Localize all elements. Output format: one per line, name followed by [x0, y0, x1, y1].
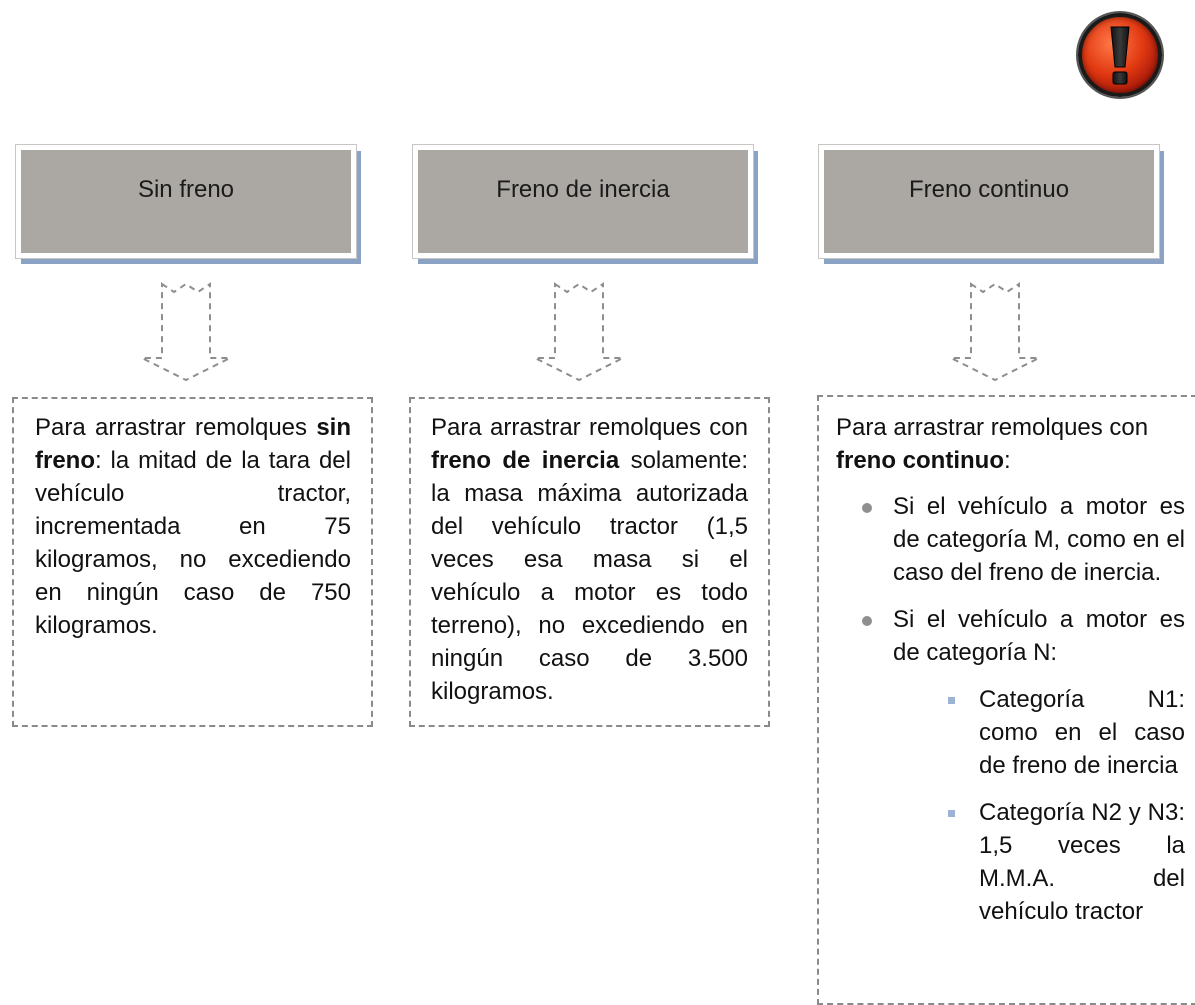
down-arrow-icon [534, 282, 624, 382]
content-box-freno-de-inercia: Para arrastrar remolques con freno de in… [409, 397, 770, 727]
header-title: Freno de inercia [496, 176, 670, 203]
header-freno-continuo: Freno continuo [818, 144, 1160, 259]
header-sin-freno: Sin freno [15, 144, 357, 259]
exclamation-warning-icon [1078, 13, 1162, 97]
content-box-sin-freno: Para arrastrar remolques sin freno: la m… [12, 397, 373, 727]
content-paragraph: Para arrastrar remolques sin freno: la m… [35, 411, 351, 642]
sub-bullet-list: Categoría N1: como en el caso de freno d… [893, 683, 1185, 928]
header-title: Freno continuo [908, 176, 1070, 203]
sub-bullet-item: Categoría N1: como en el caso de freno d… [893, 683, 1185, 782]
paragraph-text: : la mitad de la tara del vehículo tract… [35, 447, 351, 639]
bullet-item: Si el vehículo a motor es de categoría M… [836, 490, 1185, 589]
content-box-freno-continuo: Para arrastrar remolques con freno conti… [817, 395, 1195, 1005]
paragraph-text: Para arrastrar remolques [35, 414, 317, 441]
sub-bullet-item: Categoría N2 y N3: 1,5 veces la M.M.A. d… [893, 796, 1185, 928]
header-title: Sin freno [137, 176, 235, 203]
paragraph-text: Para arrastrar remolques con [431, 414, 748, 441]
header-freno-de-inercia: Freno de inercia [412, 144, 754, 259]
bullet-text: Si el vehículo a motor es de categoría N… [893, 606, 1185, 666]
down-arrow-icon [141, 282, 231, 382]
bold-term: sin freno [35, 414, 351, 474]
bullet-item: Si el vehículo a motor es de categoría N… [836, 603, 1185, 928]
paragraph-text: : [1003, 447, 1011, 474]
down-arrow-icon [950, 282, 1040, 382]
paragraph-text: Para arrastrar remolques con [836, 414, 1149, 441]
content-paragraph: Para arrastrar remolques con freno conti… [836, 411, 1185, 477]
bold-term: freno de inercia [431, 447, 620, 474]
bullet-list: Si el vehículo a motor es de categoría M… [836, 490, 1185, 928]
bold-term: freno continuo [836, 447, 1004, 474]
content-paragraph: Para arrastrar remolques con freno de in… [431, 411, 748, 708]
paragraph-text: solamente: la masa máxima autorizada del… [431, 447, 748, 705]
